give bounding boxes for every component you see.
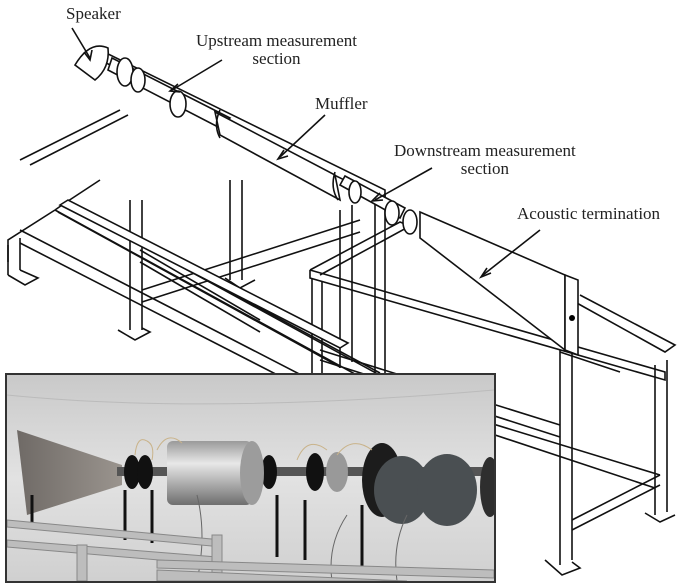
- label-speaker: Speaker: [66, 4, 121, 23]
- leader-arrows: [71, 27, 541, 279]
- photo-speaker-driver: [374, 456, 430, 524]
- photo-flange: [124, 455, 140, 489]
- photo-horn-termination: [17, 430, 122, 515]
- label-downstream-line1: Downstream measurement: [394, 141, 576, 160]
- label-acoustic-termination: Acoustic termination: [517, 204, 661, 223]
- label-upstream-line2: section: [252, 49, 301, 68]
- photo-scene: [7, 375, 494, 581]
- label-upstream-section: Upstream measurement section: [196, 32, 357, 68]
- label-upstream-line1: Upstream measurement: [196, 31, 357, 50]
- label-downstream-line2: section: [460, 159, 509, 178]
- inset-photograph: [5, 373, 496, 583]
- photo-muffler: [167, 441, 252, 505]
- label-downstream-section: Downstream measurement section: [394, 142, 576, 178]
- photo-pipe: [117, 467, 487, 476]
- label-muffler: Muffler: [315, 94, 368, 113]
- photo-aluminum-frame: [7, 519, 494, 581]
- duct-assembly: [58, 45, 621, 373]
